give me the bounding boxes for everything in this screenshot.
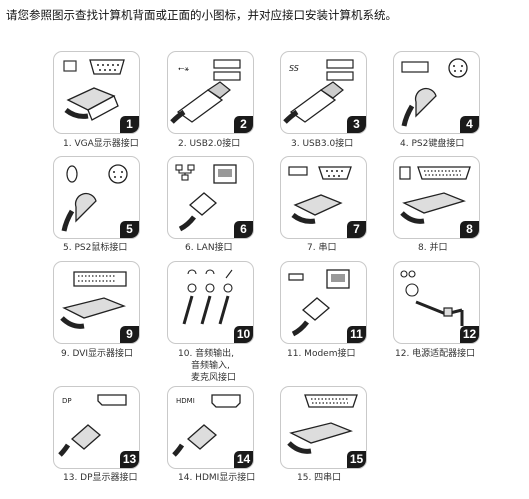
port-number-badge: 5 [120, 221, 139, 238]
port-label-lan: 6. LAN接口 [185, 243, 233, 253]
port-label-dvi: 9. DVI显示器接口 [61, 349, 134, 359]
port-card-serial: 7 [280, 156, 367, 239]
port-label-power: 12. 电源适配器接口 [395, 349, 476, 359]
port-label-audio-line2: 音频输入, [191, 361, 230, 371]
port-card-usb2: ⭠⚹ 2 [167, 51, 254, 134]
audio-jacks-icon [182, 269, 233, 325]
port-number-badge: 8 [460, 221, 479, 238]
port-number-badge: 14 [234, 451, 253, 468]
power-adapter-connector-icon [400, 270, 464, 326]
ps2-mouse-connector-icon [61, 164, 128, 232]
port-card-ps2-keyboard: 4 [393, 51, 480, 134]
port-label-quad-serial: 15. 四串口 [297, 473, 342, 483]
port-label-dp: 13. DP显示器接口 [63, 473, 138, 483]
port-number-badge: 6 [234, 221, 253, 238]
ps2-keyboard-connector-icon [401, 58, 468, 127]
port-card-lan: 6 [167, 156, 254, 239]
modem-connector-icon [288, 269, 350, 337]
port-card-parallel: 8 [393, 156, 480, 239]
svg-text:SS: SS [289, 64, 299, 73]
svg-text:HDMI: HDMI [176, 397, 195, 405]
port-card-usb3: SS 3 [280, 51, 367, 134]
port-card-audio: 10 [167, 261, 254, 344]
port-card-modem: 11 [280, 261, 367, 344]
port-number-badge: 4 [460, 116, 479, 133]
port-number-badge: 7 [347, 221, 366, 238]
port-label-ps2-mouse: 5. PS2鼠标接口 [63, 243, 128, 253]
port-label-modem: 11. Modem接口 [287, 349, 356, 359]
svg-text:⭠⚹: ⭠⚹ [178, 64, 189, 73]
port-label-vga: 1. VGA显示器接口 [63, 139, 139, 149]
lan-connector-icon [175, 164, 237, 232]
port-label-parallel: 8. 并口 [418, 243, 448, 253]
port-card-hdmi: HDMI 14 [167, 386, 254, 469]
port-label-serial: 7. 串口 [307, 243, 337, 253]
vga-connector-icon [63, 59, 125, 121]
port-number-badge: 11 [347, 326, 366, 343]
dvi-connector-icon [60, 271, 127, 329]
port-number-badge: 9 [120, 326, 139, 343]
port-label-ps2-keyboard: 4. PS2键盘接口 [400, 139, 465, 149]
port-number-badge: 1 [120, 116, 139, 133]
displayport-connector-icon: DP [58, 394, 127, 457]
usb3-connector-icon: SS [283, 59, 354, 124]
port-number-badge: 13 [120, 451, 139, 468]
port-card-quad-serial: 15 [280, 386, 367, 469]
port-card-ps2-mouse: 5 [53, 156, 140, 239]
port-number-badge: 15 [347, 451, 366, 468]
quad-serial-connector-icon [287, 394, 358, 454]
port-card-power: 12 [393, 261, 480, 344]
port-label-hdmi: 14. HDMI显示接口 [178, 473, 256, 483]
port-card-dp: DP 13 [53, 386, 140, 469]
parallel-port-connector-icon [399, 166, 471, 224]
port-label-audio-line1: 10. 音频输出, [178, 349, 235, 359]
port-label-usb2: 2. USB2.0接口 [178, 139, 241, 149]
port-card-dvi: 9 [53, 261, 140, 344]
port-number-badge: 10 [234, 326, 253, 343]
port-label-audio-line3: 麦克风接口 [191, 373, 237, 383]
port-number-badge: 3 [347, 116, 366, 133]
port-number-badge: 2 [234, 116, 253, 133]
svg-text:DP: DP [62, 397, 72, 405]
port-number-badge: 12 [460, 326, 479, 343]
usb2-connector-icon: ⭠⚹ [170, 59, 241, 124]
serial-port-connector-icon [288, 166, 352, 224]
instruction-text: 请您参照图示查找计算机背面或正面的小图标，并对应接口安装计算机系统。 [6, 8, 397, 22]
port-card-vga: 1 [53, 51, 140, 134]
port-label-usb3: 3. USB3.0接口 [291, 139, 354, 149]
hdmi-connector-icon: HDMI [172, 394, 241, 457]
